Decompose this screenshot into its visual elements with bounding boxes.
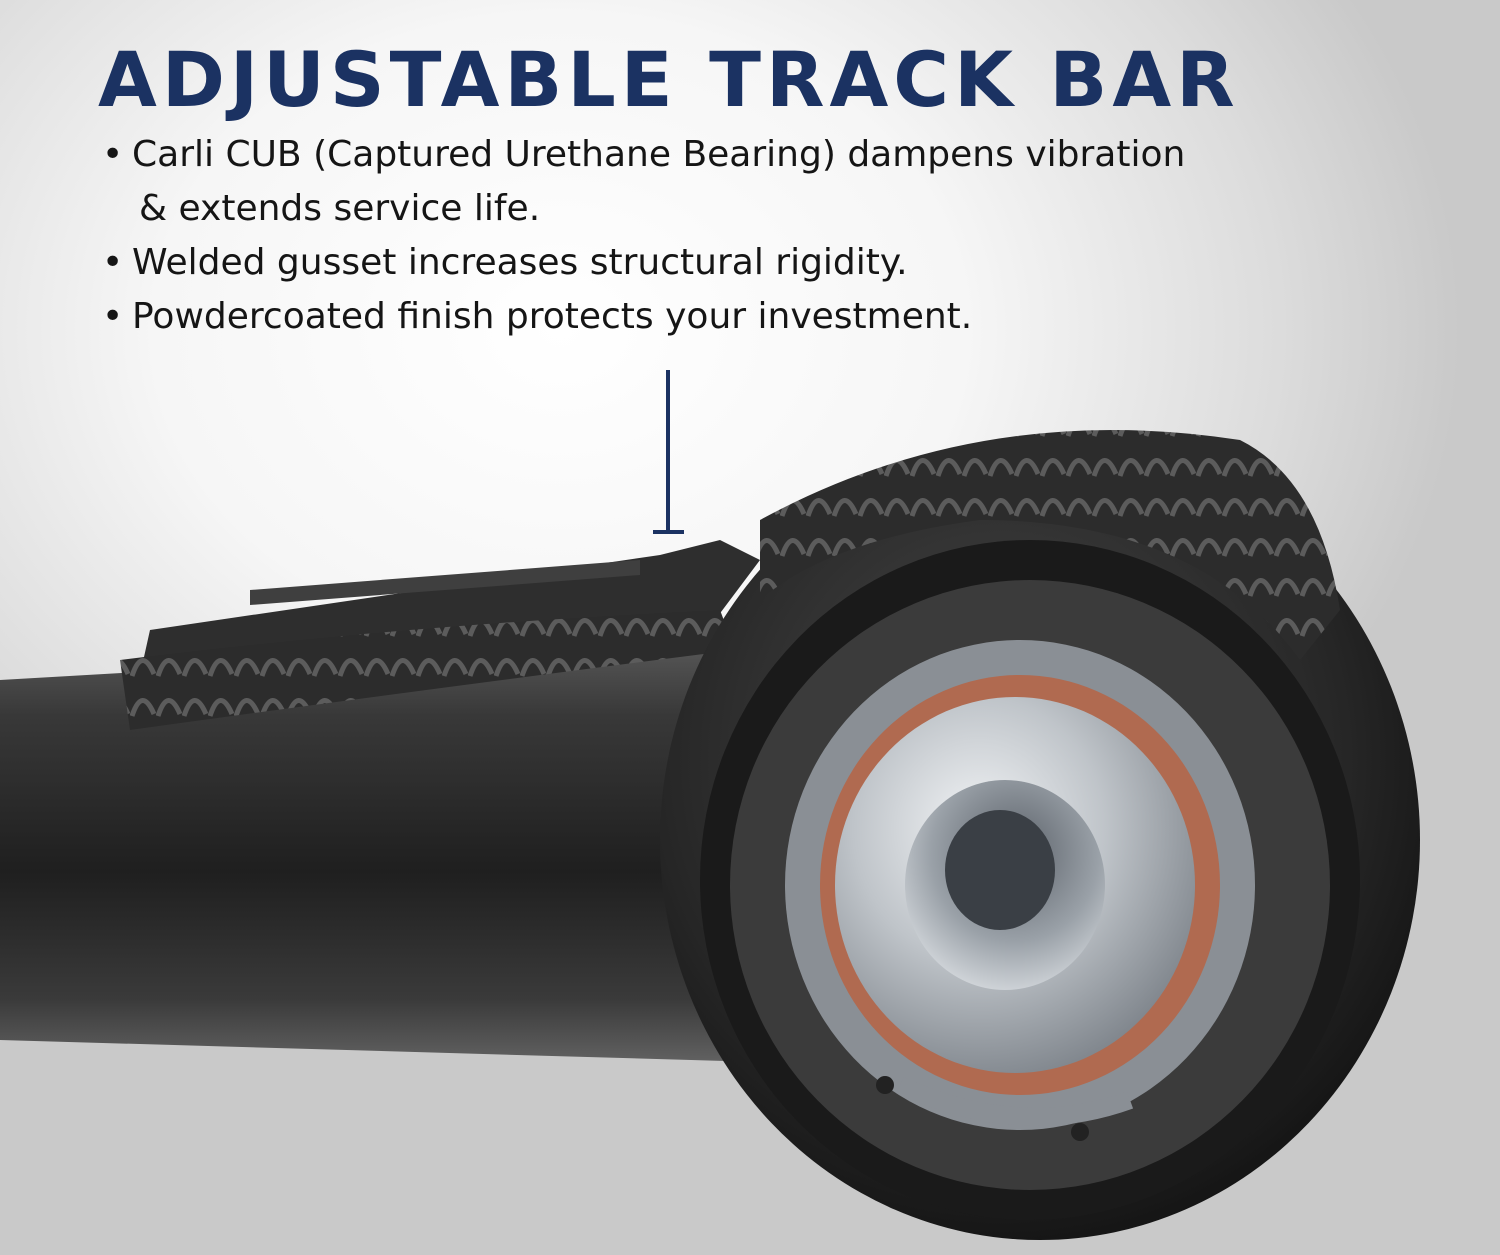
page-title: ADJUSTABLE TRACK BAR [98,35,1240,124]
feature-text: Welded gusset increases structural rigid… [132,242,908,283]
track-bar-photo [0,370,1420,1240]
feature-text: Carli CUB (Captured Urethane Bearing) da… [132,134,1186,175]
feature-item-finish: • Powdercoated finish protects your inve… [102,290,1252,344]
feature-item-cub: • Carli CUB (Captured Urethane Bearing) … [102,128,1252,236]
feature-item-gusset: • Welded gusset increases structural rig… [102,236,1252,290]
bullet-icon: • [102,134,124,175]
bullet-icon: • [102,242,124,283]
feature-list: • Carli CUB (Captured Urethane Bearing) … [102,128,1252,344]
bullet-icon: • [102,296,124,337]
feature-text: Powdercoated finish protects your invest… [132,296,973,337]
feature-text-continued: & extends service life. [139,188,541,229]
